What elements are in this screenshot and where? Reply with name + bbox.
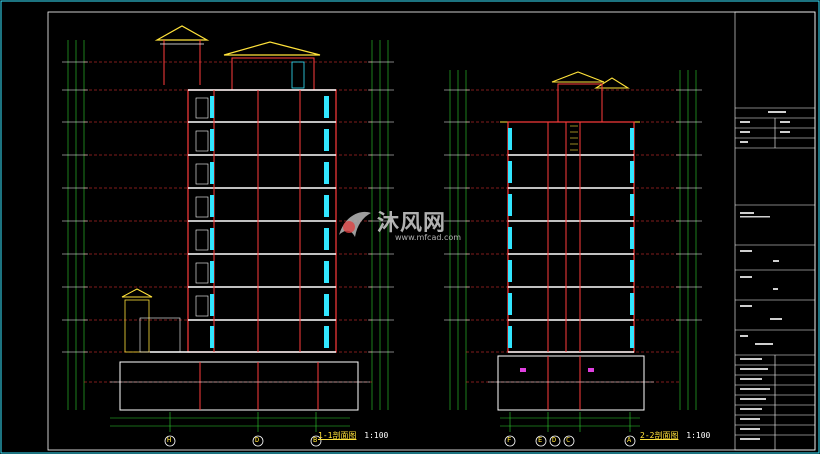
- right-bottom-dimension: [500, 412, 640, 432]
- left-axis-label-d: D: [255, 436, 260, 444]
- left-bottom-dimension: [110, 412, 350, 432]
- right-section-drawing: [444, 70, 702, 447]
- left-level-dimension-lines: [67, 40, 389, 410]
- right-level-dimension-lines: [449, 70, 697, 410]
- right-axis-label-f: F: [507, 436, 512, 444]
- left-axis-label-h: H: [167, 436, 172, 444]
- right-section-scale: 1:100: [686, 431, 711, 440]
- right-inner-walls: [547, 122, 581, 352]
- right-basement: [488, 355, 654, 411]
- left-section-title-text: 1-1剖面图: [318, 431, 357, 440]
- left-axis-label-b: B: [313, 436, 318, 444]
- right-axis-label-e: E: [538, 436, 543, 444]
- left-section-drawing: [62, 25, 394, 447]
- left-windows: [210, 96, 329, 348]
- right-axis-label-a: A: [627, 436, 632, 444]
- right-axis-label-c: C: [566, 436, 571, 444]
- right-stair: [570, 125, 578, 151]
- right-building-outline: [507, 121, 635, 353]
- left-roof-house: [223, 41, 321, 91]
- watermark-url: www.mfcad.com: [395, 233, 462, 242]
- right-floor-guide-lines: [466, 89, 680, 383]
- title-block-text-marks: [740, 111, 790, 440]
- right-level-ticks: [444, 89, 702, 321]
- right-section-title: 2-2剖面图 1:100: [640, 430, 710, 441]
- right-roof: [500, 71, 640, 123]
- left-section-scale: 1:100: [364, 431, 389, 440]
- watermark-text: 沐风网: [377, 211, 447, 236]
- right-windows: [508, 128, 634, 348]
- watermark-logo-icon: [339, 211, 371, 237]
- left-entrance-pavilion: [121, 288, 181, 353]
- watermark: 沐风网 www.mfcad.com: [335, 205, 490, 245]
- left-floor-slabs: [150, 89, 336, 353]
- left-level-ticks: [62, 61, 394, 353]
- right-axis-label-d: D: [552, 436, 557, 444]
- right-floor-slabs: [508, 154, 634, 353]
- left-section-title: 1-1剖面图 1:100: [318, 430, 388, 441]
- left-basement: [110, 361, 370, 411]
- left-door-openings: [195, 97, 209, 317]
- title-block: [734, 11, 816, 451]
- right-axis-bubbles: [504, 435, 636, 447]
- left-axis-bubbles: [164, 435, 322, 447]
- right-section-title-text: 2-2剖面图: [640, 431, 679, 440]
- left-roof-pavilion: [154, 25, 210, 85]
